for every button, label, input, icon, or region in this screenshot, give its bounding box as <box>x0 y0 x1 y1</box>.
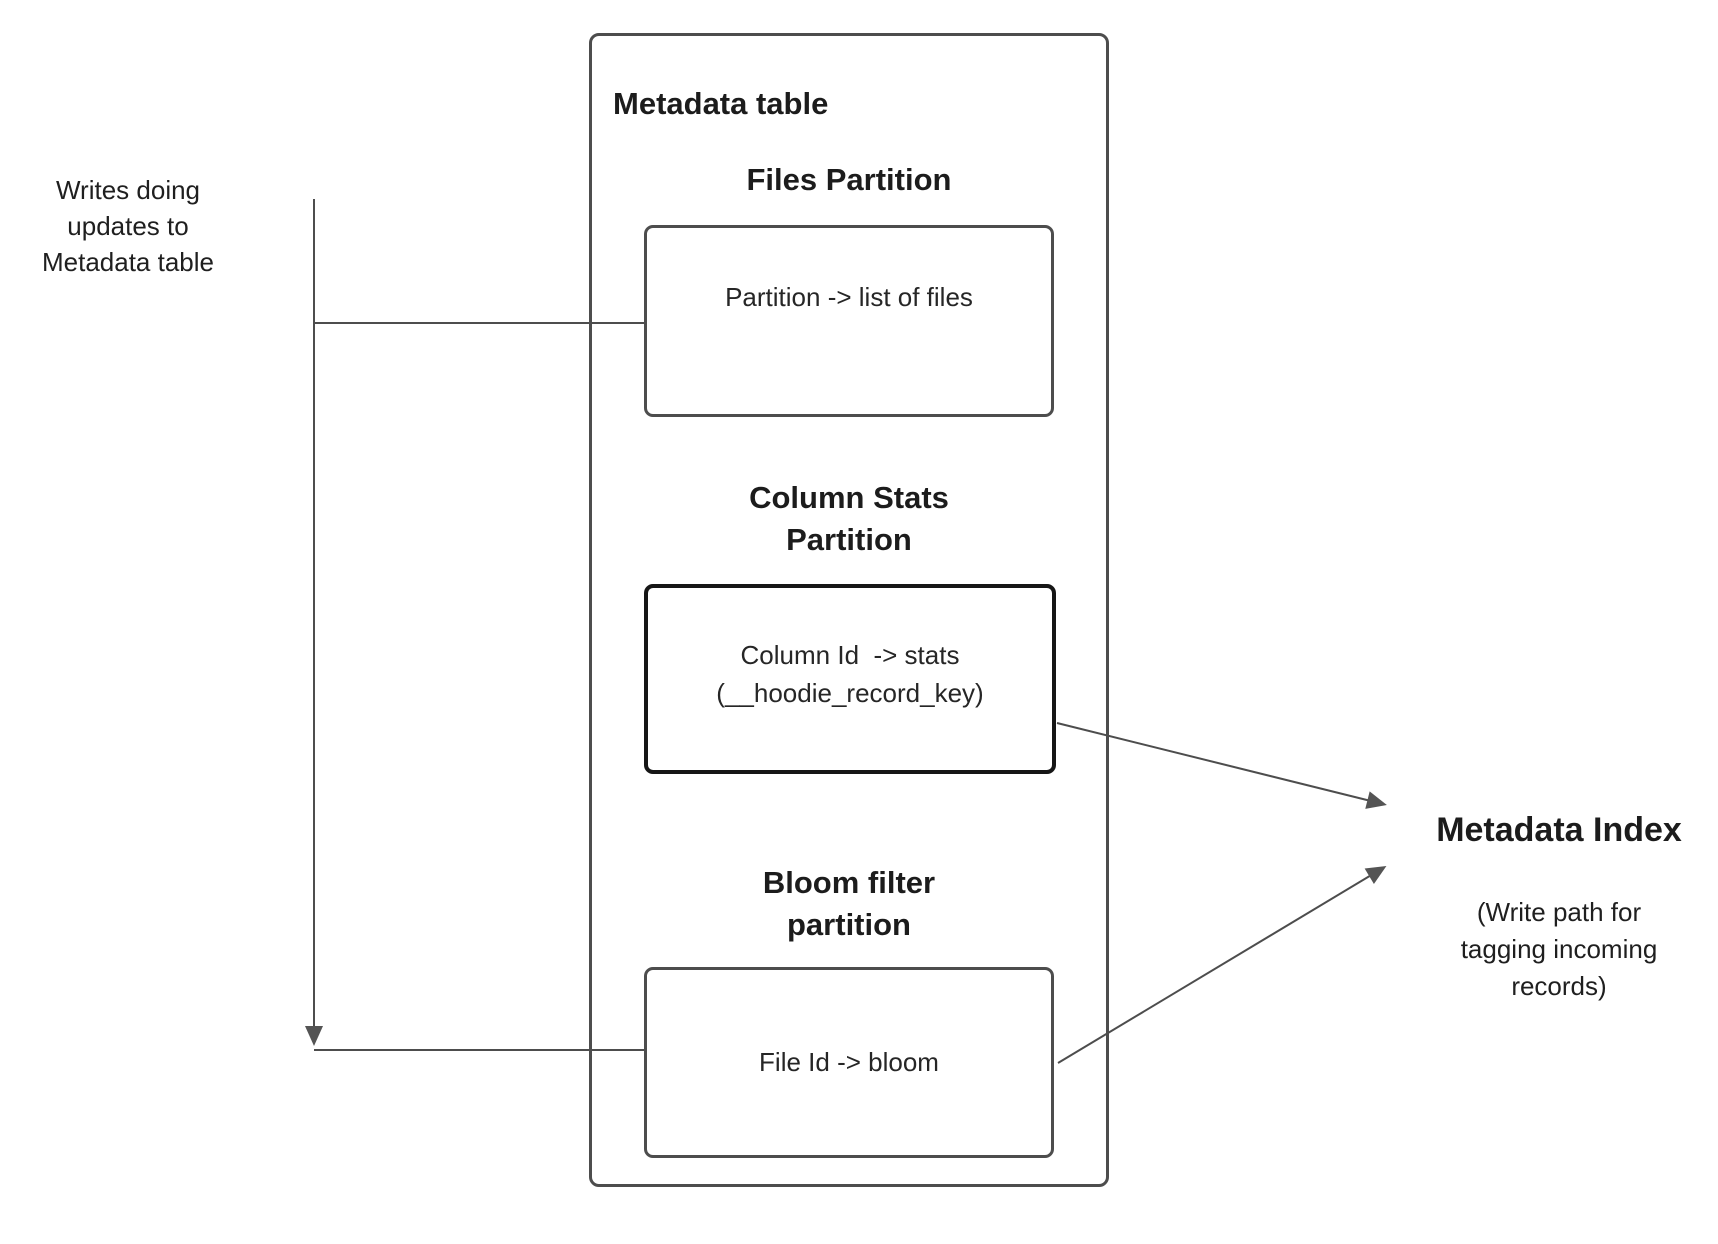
metadata-table-title: Metadata table <box>613 86 829 121</box>
bloom-filter-partition-box: File Id -> bloom <box>644 967 1054 1158</box>
writes-updates-note: Writes doing updates to Metadata table <box>41 175 214 277</box>
files-partition-heading: Files Partition <box>746 162 952 197</box>
column-stats-partition-heading: Column Stats Partition <box>749 480 949 557</box>
column-stats-partition-box: Column Id -> stats (__hoodie_record_key) <box>644 584 1056 774</box>
bloom-filter-box-text: File Id -> bloom <box>759 1047 939 1077</box>
metadata-table-box <box>589 33 1109 1187</box>
metadata-index-subtitle: (Write path for tagging incoming records… <box>1460 897 1658 1001</box>
column-stats-box-text: Column Id -> stats (__hoodie_record_key) <box>716 640 984 708</box>
files-partition-box: Partition -> list of files <box>644 225 1054 417</box>
metadata-index-title: Metadata Index <box>1436 811 1682 849</box>
bloom-filter-partition-heading: Bloom filter partition <box>762 865 936 942</box>
files-partition-box-text: Partition -> list of files <box>725 282 973 312</box>
